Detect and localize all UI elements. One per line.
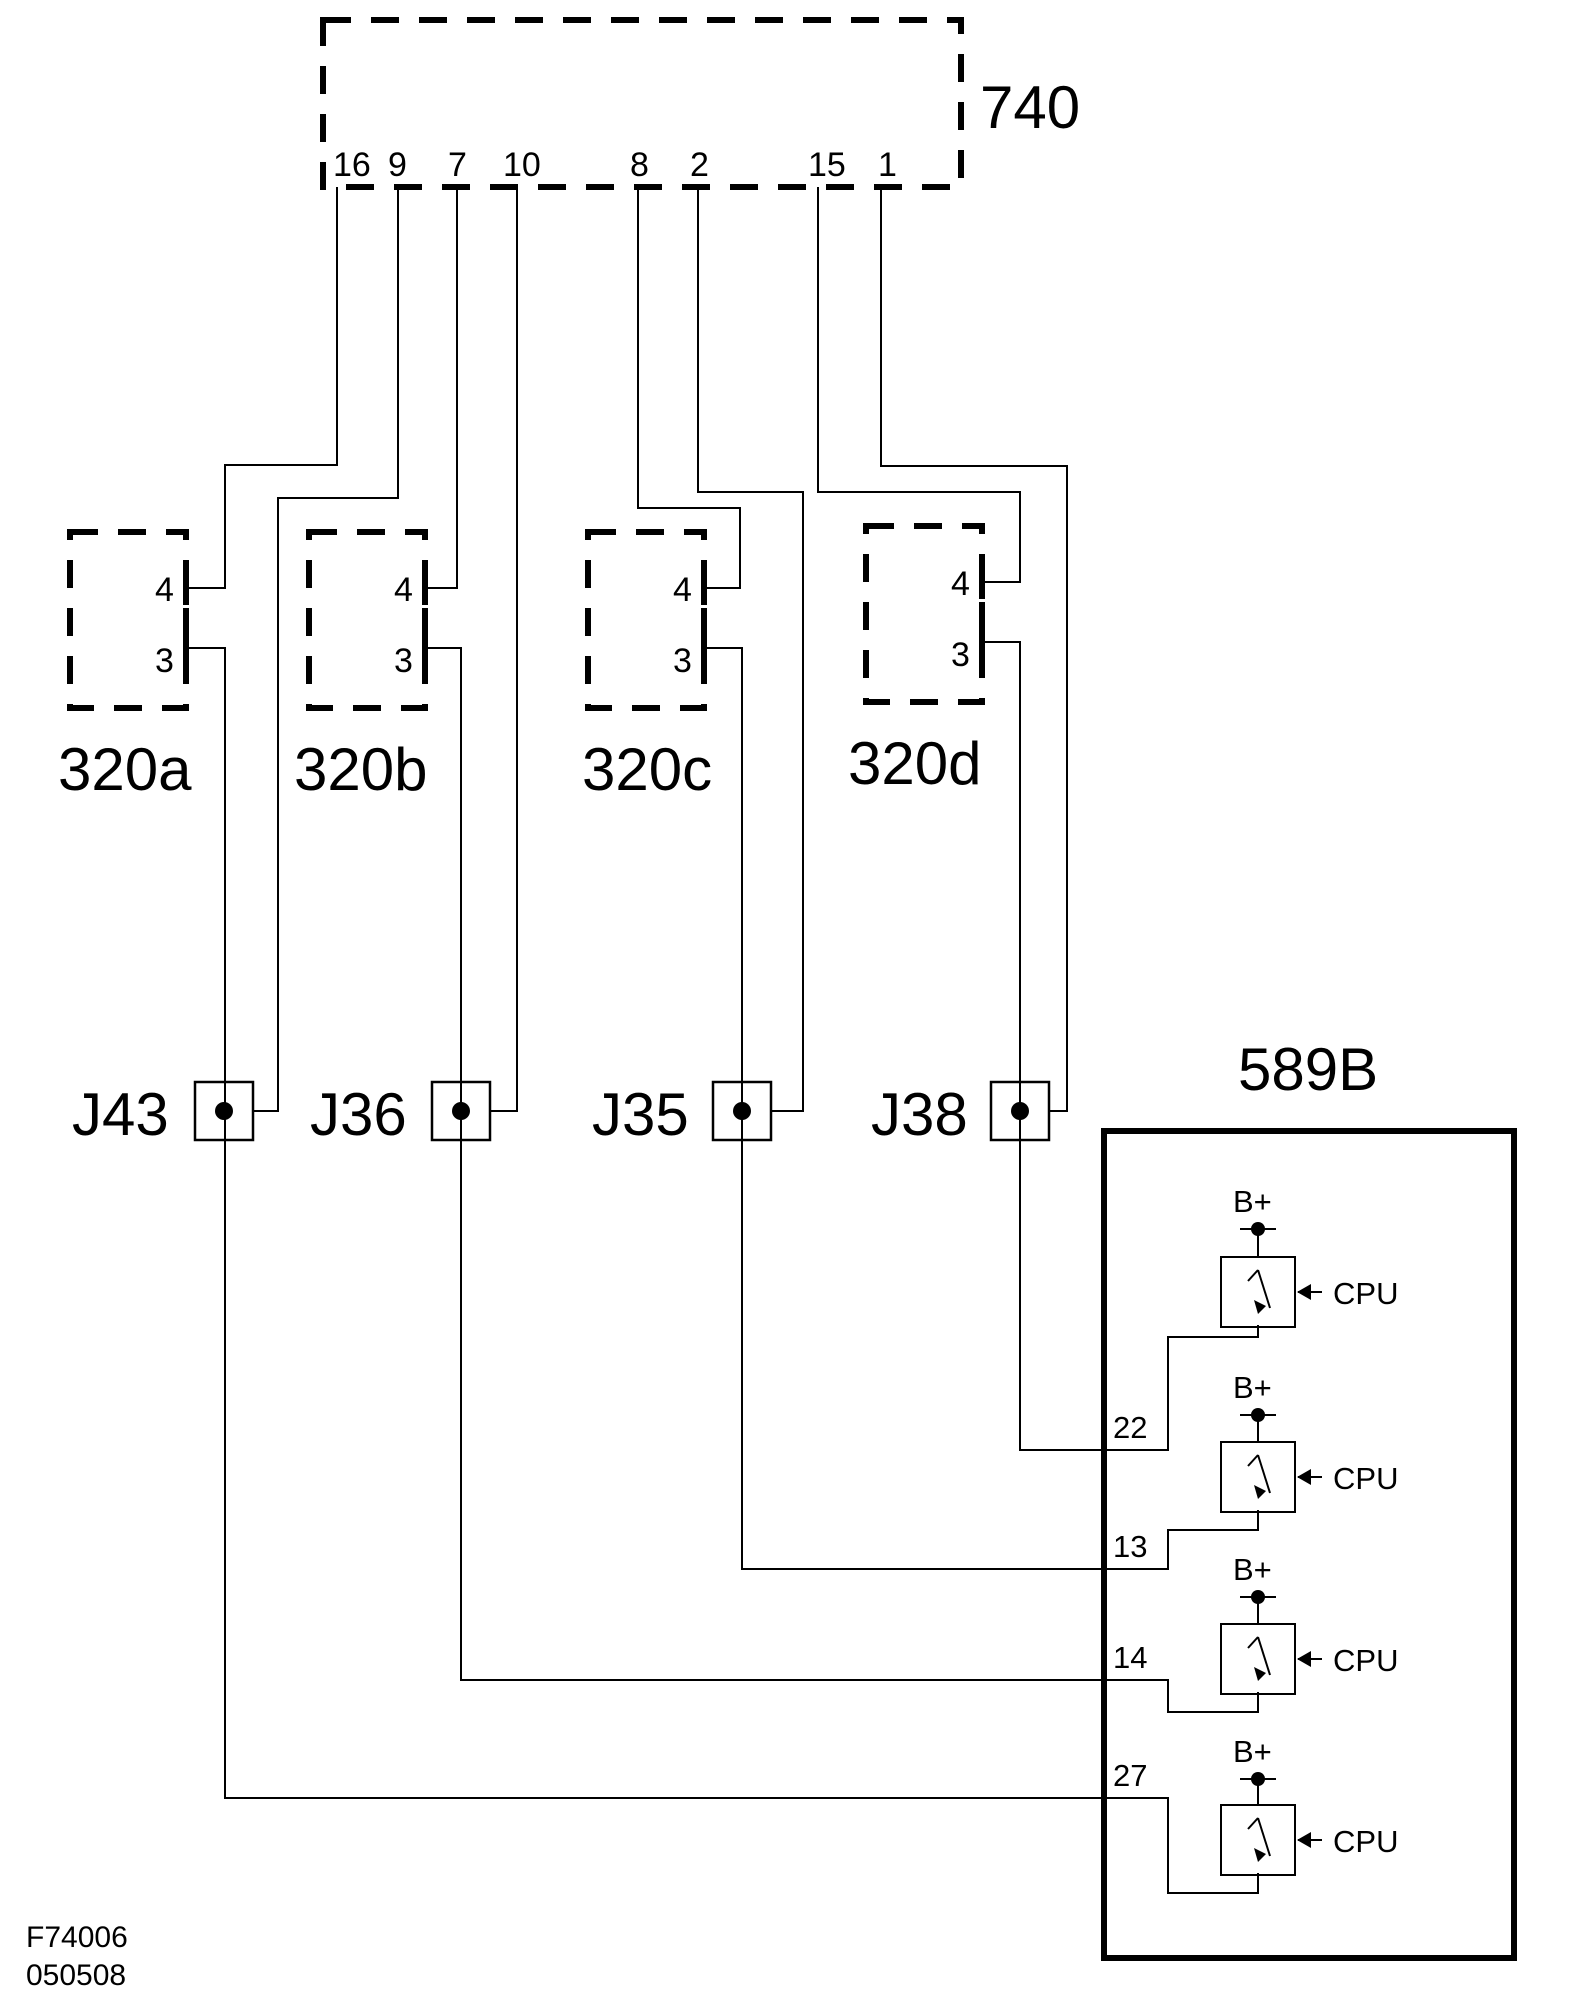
module-740-pin: 2 (690, 146, 709, 184)
connector-320a: 4 3 320a (58, 529, 192, 803)
wire-740-2 (697, 187, 804, 1112)
connector-320d-pin-3: 3 (951, 636, 970, 674)
connector-320b-outline (306, 529, 428, 711)
module-589b-pin-13: 13 (1113, 1529, 1147, 1564)
wire-320b-3 (425, 647, 462, 1111)
module-740-label: 740 (980, 74, 1080, 141)
connector-320d: 4 3 320d (848, 523, 985, 797)
module-589b-pin-14: 14 (1113, 1640, 1147, 1675)
connector-320d-label: 320d (848, 730, 981, 797)
module-740-pin: 1 (878, 146, 897, 184)
driver-circuit: B+ CPU (1220, 1552, 1398, 1695)
module-740-pin: 7 (448, 146, 467, 184)
module-740: 740 16 9 7 10 8 2 15 1 (320, 17, 1080, 190)
connector-320b-pin-4: 4 (394, 571, 413, 609)
connector-320c-outline (585, 529, 707, 711)
module-740-pin: 16 (333, 146, 371, 184)
wires (186, 187, 1104, 1799)
control-label: CPU (1333, 1276, 1398, 1311)
module-740-pin: 10 (503, 146, 541, 184)
module-740-pin: 15 (808, 146, 846, 184)
connector-320d-pin-4: 4 (951, 565, 970, 603)
module-589b: 589B 22 13 14 27 B+ CPU B+ (1101, 1036, 1517, 1961)
module-589b-label: 589B (1238, 1036, 1378, 1103)
connector-320c-label: 320c (582, 736, 712, 803)
wire-320c-3 (704, 647, 743, 1111)
wire-740-15 (817, 187, 1021, 583)
module-740-pin: 8 (630, 146, 649, 184)
connector-320b: 4 3 320b (294, 529, 428, 803)
connector-320b-pin-3: 3 (394, 642, 413, 680)
footer: F74006 050508 (26, 1921, 128, 1992)
jack-j36: J36 (310, 1080, 492, 1148)
control-label: CPU (1333, 1461, 1398, 1496)
connector-320d-outline (863, 523, 985, 705)
wire-j35-589b-13 (741, 1111, 1104, 1570)
wire-320d-3 (982, 641, 1021, 1111)
module-589b-pin-27: 27 (1113, 1758, 1147, 1793)
module-589b-outline (1101, 1128, 1517, 1961)
supply-label: B+ (1233, 1370, 1272, 1405)
connector-320a-pin-3: 3 (155, 642, 174, 680)
driver-circuit: B+ CPU (1220, 1370, 1398, 1513)
connector-320c-pin-4: 4 (673, 571, 692, 609)
wire-j43-589b-27 (224, 1111, 1104, 1799)
connector-320a-outline (67, 529, 189, 711)
wire-740-16 (186, 187, 338, 589)
supply-label: B+ (1233, 1734, 1272, 1769)
module-740-pin: 9 (388, 146, 407, 184)
jack-j35: J35 (592, 1080, 773, 1148)
wire-740-10 (490, 187, 518, 1112)
connector-320b-label: 320b (294, 736, 427, 803)
module-589b-pin-22: 22 (1113, 1410, 1147, 1445)
supply-label: B+ (1233, 1184, 1272, 1219)
driver-circuit: B+ CPU (1220, 1184, 1398, 1328)
figure-id: F74006 (26, 1921, 128, 1954)
control-label: CPU (1333, 1824, 1398, 1859)
wire-j36-589b-14 (460, 1111, 1104, 1681)
jack-j36-label: J36 (310, 1081, 407, 1148)
date-code: 050508 (26, 1959, 126, 1992)
supply-label: B+ (1233, 1552, 1272, 1587)
wire-320a-3 (186, 647, 226, 1111)
jack-j38: J38 (871, 1080, 1051, 1148)
control-label: CPU (1333, 1643, 1398, 1678)
connector-320a-pin-4: 4 (155, 571, 174, 609)
module-740-outline (320, 17, 964, 190)
jack-j38-label: J38 (871, 1081, 968, 1148)
wire-j38-589b-22 (1019, 1111, 1104, 1451)
wire-740-9 (253, 187, 399, 1112)
jack-j43-label: J43 (72, 1081, 169, 1148)
connector-320c: 4 3 320c (582, 529, 712, 803)
wire-740-1 (880, 187, 1068, 1112)
connector-320c-pin-3: 3 (673, 642, 692, 680)
driver-circuit: B+ CPU (1220, 1734, 1398, 1876)
connector-320a-label: 320a (58, 736, 192, 803)
wire-740-8 (637, 187, 741, 589)
jack-j35-label: J35 (592, 1081, 689, 1148)
wire-740-7 (425, 187, 458, 589)
